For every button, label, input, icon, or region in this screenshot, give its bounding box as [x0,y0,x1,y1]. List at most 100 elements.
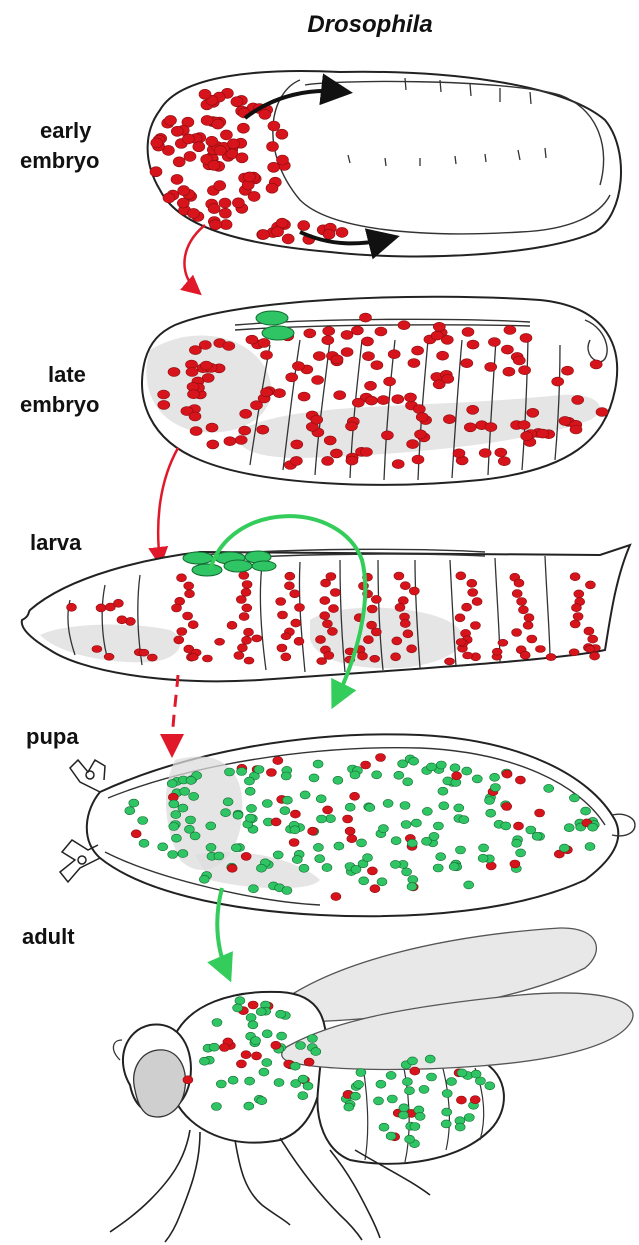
red-cell [150,167,162,177]
green-cell [365,804,375,812]
red-cell [503,367,515,376]
red-cell [158,400,170,409]
green-cell [277,1032,287,1040]
red-cell [392,460,404,469]
red-cell [367,605,377,613]
red-cell [251,401,263,410]
green-cell [254,766,264,774]
green-cell [462,767,472,775]
red-cell [183,1076,193,1084]
red-cell [453,449,465,458]
green-cell [376,1080,386,1088]
late-embryo-green-cell-1 [256,311,288,325]
red-cell [210,220,222,230]
red-cell [271,818,281,826]
green-cell [422,807,432,815]
red-cell [546,654,556,661]
red-cell [495,448,507,457]
green-cell [479,844,489,852]
red-cell [252,635,262,642]
green-cell [372,771,382,779]
green-cell [139,839,149,847]
red-cell [185,590,195,598]
label-late-embryo-line1: late [48,362,86,387]
red-cell [370,655,380,662]
green-cell [199,875,209,883]
red-cell [408,359,420,368]
red-cell [377,396,389,405]
red-cell [173,157,185,167]
red-cell [519,366,531,375]
green-cell [427,1073,437,1081]
red-cell [286,373,298,382]
red-cell [345,827,355,835]
red-cell [261,351,273,360]
adult-fly-drawing [110,928,633,1242]
red-cell [261,388,273,397]
red-cell [168,367,180,376]
green-cell [317,815,327,823]
red-cell [241,1051,251,1059]
green-cell [501,822,511,830]
red-cell [371,595,381,603]
red-cell [199,89,211,99]
red-cell [384,377,396,386]
red-cell [331,355,343,364]
red-cell [521,432,533,441]
red-cell [282,234,294,244]
green-cell [233,1004,243,1012]
red-cell [174,636,184,644]
red-cell [277,155,289,165]
red-cell [510,860,520,868]
red-cell [281,633,291,640]
red-cell [241,852,251,860]
red-cell [409,587,419,595]
green-cell [374,1097,384,1105]
red-cell [207,440,219,449]
label-adult: adult [22,924,75,949]
green-cell [350,1092,360,1100]
green-cell [449,863,459,871]
green-cell [214,852,224,860]
red-cell [572,395,584,404]
red-cell [330,449,342,458]
red-cell [290,456,302,465]
red-cell [322,336,334,345]
red-cell [219,1044,229,1052]
red-cell [523,621,533,629]
green-cell [209,1043,219,1051]
red-cell [178,186,190,196]
green-cell [350,771,360,779]
green-cell [419,1085,429,1093]
green-cell [322,864,332,872]
green-cell [490,773,500,781]
green-cell [223,798,233,806]
green-cell [262,1030,272,1038]
red-cell [341,348,353,357]
pupa-drawing [60,734,635,916]
red-cell [535,809,545,817]
green-cell [171,811,181,819]
green-cell [138,817,148,825]
green-cell [387,1095,397,1103]
red-cell [472,598,482,606]
red-cell [504,326,516,335]
red-cell [590,360,602,369]
green-cell [378,825,388,833]
red-cell [470,1096,480,1104]
red-cell [376,754,386,762]
green-cell [359,877,369,885]
red-cell [347,835,357,843]
red-cell [518,606,528,614]
green-cell [456,846,466,854]
green-cell [447,1078,457,1086]
red-cell [236,153,248,163]
green-cell [233,811,243,819]
red-cell [520,333,532,342]
red-cell [407,645,417,653]
red-cell [259,109,271,119]
green-cell [363,854,373,862]
red-cell [320,612,330,620]
arrow-early-to-late-embryo [184,225,205,292]
red-cell [452,772,462,780]
